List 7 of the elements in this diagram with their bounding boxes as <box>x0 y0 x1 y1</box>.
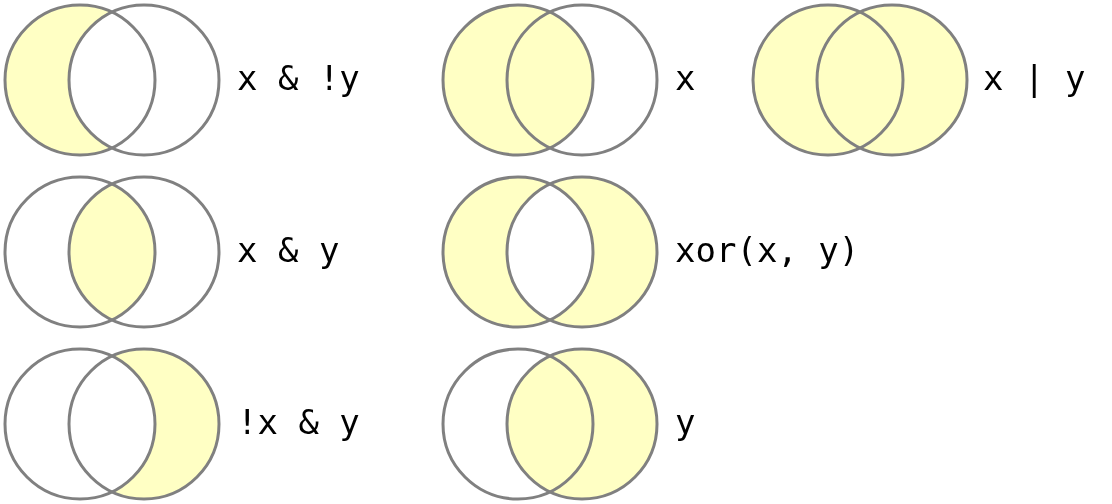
expression-label: !x & y <box>237 402 360 442</box>
expression-label: x <box>675 58 696 98</box>
expression-label: x & !y <box>237 58 360 98</box>
expression-label: y <box>675 402 696 442</box>
expression-label: xor(x, y) <box>675 230 860 270</box>
expression-label: x | y <box>983 58 1086 98</box>
expression-label: x & y <box>237 230 340 270</box>
